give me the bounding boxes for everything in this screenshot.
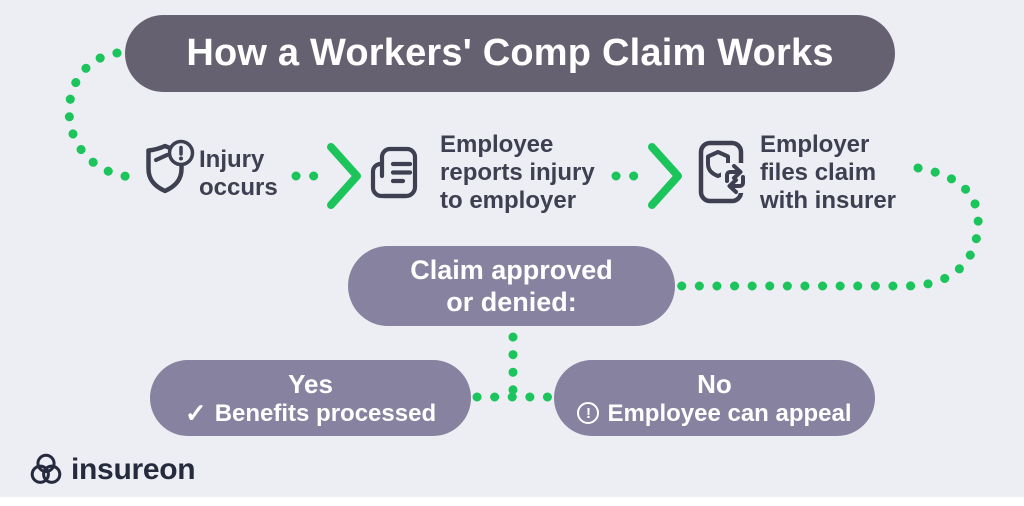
step-2-line-1: Employee: [440, 131, 554, 158]
brand-logo: insureon: [27, 450, 196, 490]
exclamation-circle-icon: !: [577, 402, 600, 424]
brand-wordmark: insureon: [71, 453, 196, 486]
dotted-arc-left: [64, 48, 136, 182]
outcome-no-bubble: No ! Employee can appeal: [554, 360, 875, 436]
injury-report-icon: [370, 146, 418, 199]
check-icon: ✓: [184, 397, 207, 428]
outcome-no-answer: No: [697, 368, 732, 399]
arrow-2-chevron-icon: [648, 143, 682, 209]
decision-line-2: or denied:: [446, 287, 577, 317]
insureon-trefoil-icon: [30, 453, 62, 484]
shield-alert-icon: [146, 139, 195, 194]
page-title: How a Workers' Comp Claim Works: [186, 32, 834, 74]
decision-bubble: Claim approved or denied:: [348, 246, 675, 326]
step-2-line-3: to employer: [440, 187, 577, 214]
claim-transfer-icon: [698, 140, 748, 204]
step-2-label: Employee reports injury to employer: [440, 131, 595, 215]
step-3-label: Employer files claim with insurer: [760, 131, 896, 215]
bottom-white-strip: [0, 497, 1024, 506]
step-3-line-2: files claim: [760, 159, 877, 186]
step-3-line-3: with insurer: [760, 187, 897, 214]
decision-line-1: Claim approved: [410, 255, 613, 285]
step-1-label: Injury occurs: [199, 146, 278, 202]
step-3-line-1: Employer: [760, 131, 870, 158]
step-2-line-2: reports injury: [440, 159, 595, 186]
outcome-no-detail-text: Employee can appeal: [607, 399, 852, 427]
outcome-yes-detail: ✓ Benefits processed: [184, 397, 437, 428]
step-1-line-2: occurs: [199, 174, 278, 201]
outcome-yes-answer: Yes: [288, 368, 333, 399]
outcome-yes-bubble: Yes ✓ Benefits processed: [150, 360, 471, 436]
title-banner: How a Workers' Comp Claim Works: [125, 15, 895, 92]
arrow-1-chevron-icon: [327, 143, 361, 209]
outcome-yes-detail-text: Benefits processed: [214, 399, 437, 427]
step-1-line-1: Injury: [199, 146, 265, 173]
outcome-no-detail: ! Employee can appeal: [577, 399, 852, 428]
